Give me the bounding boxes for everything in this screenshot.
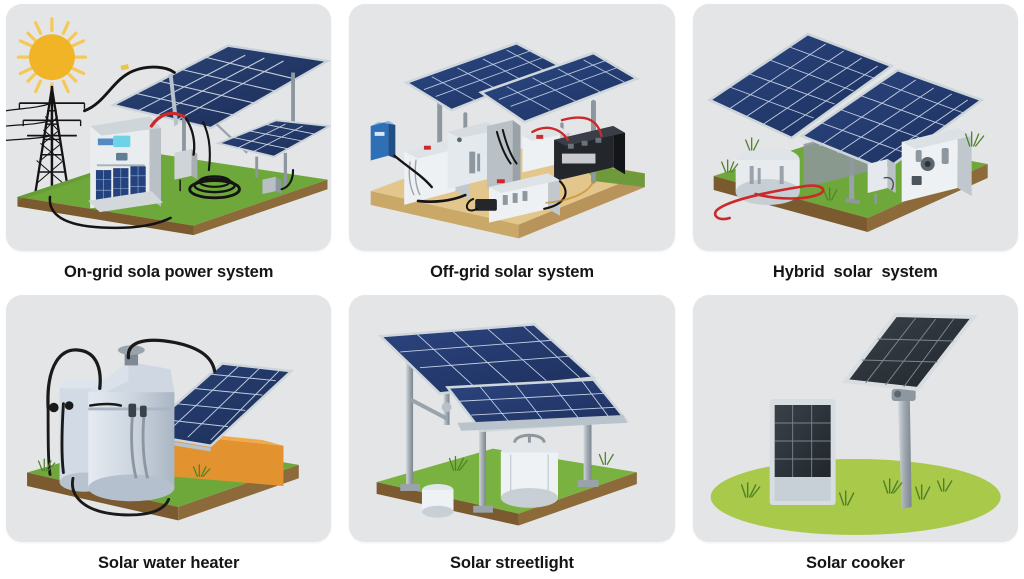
pole-mounted-panel	[841, 312, 978, 391]
caption-off-grid: Off-grid solar system	[430, 263, 594, 281]
small-bucket	[422, 483, 454, 518]
grass-tuft	[449, 451, 615, 471]
junction-box	[174, 149, 198, 192]
card-solar-water-heater[interactable]: Solar water heater	[6, 294, 332, 578]
card-solar-streetlight[interactable]: Solar streetlight	[349, 294, 675, 578]
grass-tufts	[740, 477, 953, 506]
illustration-hybrid	[692, 4, 1018, 251]
caption-hybrid: Hybrid solar system	[772, 263, 938, 281]
coiled-cable	[188, 175, 241, 200]
white-drum	[501, 433, 559, 508]
illustration-solar-cooker	[692, 294, 1018, 542]
caption-solar-water-heater: Solar water heater	[98, 553, 240, 572]
small-meter-box	[867, 159, 896, 204]
illustration-solar-streetlight	[349, 294, 675, 542]
large-solar-array	[706, 32, 985, 172]
sun-icon	[16, 17, 88, 98]
card-solar-cooker[interactable]: Solar cooker	[692, 294, 1018, 578]
steel-pole	[891, 388, 916, 509]
grass-patch	[710, 458, 1001, 535]
caption-solar-cooker: Solar cooker	[805, 553, 905, 572]
canopy-solar-array	[403, 41, 641, 124]
cable-run	[393, 116, 603, 212]
card-off-grid[interactable]: Off-grid solar system	[349, 4, 675, 287]
grass-tufts	[720, 131, 984, 201]
canopy-solar-array-lower	[445, 377, 630, 432]
meter-box	[262, 176, 282, 195]
grass-tufts	[37, 458, 211, 477]
portable-power-station	[475, 173, 561, 223]
illustration-on-grid	[6, 4, 332, 251]
transmission-tower-icon	[6, 85, 86, 198]
storage-tank-large	[88, 344, 175, 501]
secondary-solar-array	[215, 119, 332, 188]
card-hybrid[interactable]: Hybrid solar system	[692, 4, 1018, 287]
card-on-grid[interactable]: On-grid sola power system	[6, 4, 332, 287]
grey-cabinet	[487, 120, 521, 190]
illustration-solar-water-heater	[6, 294, 332, 542]
red-cable	[713, 184, 825, 221]
illustration-off-grid	[349, 4, 675, 251]
ground-standing-panel	[769, 398, 836, 505]
caption-on-grid: On-grid sola power system	[64, 263, 274, 281]
blue-device	[371, 121, 396, 161]
valves	[128, 403, 150, 479]
steel-posts	[400, 361, 599, 513]
pipe-loop	[46, 338, 217, 516]
inverter-cabinet	[88, 116, 163, 213]
caption-solar-streetlight: Solar streetlight	[450, 553, 574, 572]
distribution-cabinet	[901, 128, 972, 202]
cable-run	[48, 64, 295, 230]
